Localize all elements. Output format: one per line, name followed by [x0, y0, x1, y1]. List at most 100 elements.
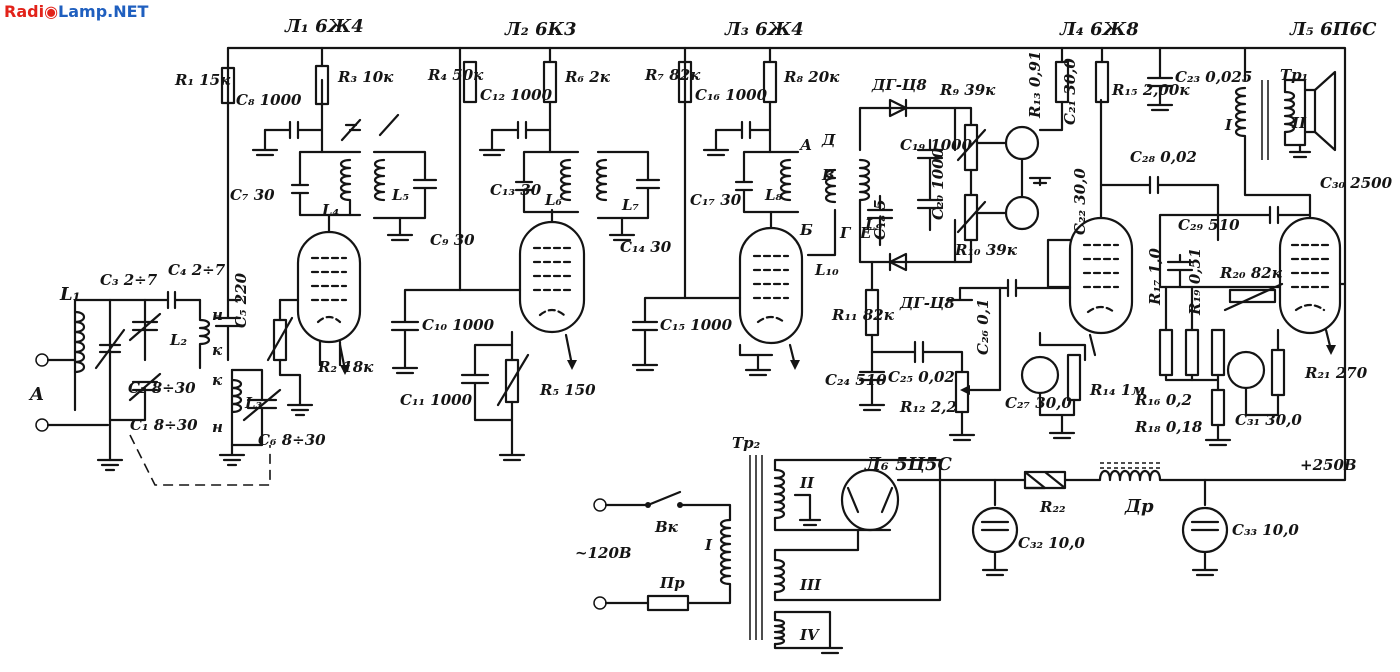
c12-label: C₁₂ 1000 — [480, 86, 553, 104]
antenna-terminal-icon[interactable] — [35, 353, 49, 367]
l7-label: L₇ — [621, 196, 640, 214]
l5-tank — [372, 113, 438, 242]
antenna-label: A — [28, 384, 44, 405]
r22-resistor — [1023, 470, 1047, 490]
winding-2-label: II — [799, 474, 815, 492]
r3-label: R₃ 10к — [337, 68, 394, 86]
r20-label: R₂₀ 82к — [1219, 264, 1283, 282]
c1-label: C₁ 8÷30 — [130, 416, 198, 434]
r15-label: R₁₅ 2,00к — [1111, 81, 1190, 99]
tube-l4-label: Л₄ 6Ж8 — [1059, 19, 1139, 40]
r7-label: R₇ 82к — [644, 66, 701, 84]
r6-label: R₆ 2к — [564, 68, 611, 86]
ground-icon — [251, 128, 279, 157]
r22-label: R₂₂ — [1039, 498, 1066, 516]
c31-label: C₃₁ 30,0 — [1235, 411, 1302, 429]
l10-coil — [824, 168, 837, 204]
r16-resistor — [1210, 328, 1226, 377]
c5-label: C₅ 220 — [232, 272, 250, 328]
tube-l6-label: Л₆ 5Ц5С — [864, 454, 953, 475]
c28-capacitor — [1099, 175, 1220, 242]
tube-l5-label: Л₅ 6П6С — [1289, 19, 1377, 40]
ground-terminal-icon[interactable] — [35, 418, 49, 432]
tube-l5 — [1158, 168, 1347, 447]
c24-label: C₂₄ 510 — [825, 371, 887, 389]
l4-label: L₄ — [321, 201, 339, 219]
c2-trimmer — [128, 372, 162, 402]
c2-label: C₂ 8÷30 — [128, 379, 196, 397]
c22-label: C₂₂ 30,0 — [1071, 168, 1089, 235]
r1-resistor — [220, 66, 236, 105]
tap-g-label: Г — [839, 224, 852, 242]
r17-label: R₁₇ 1,0 — [1146, 248, 1164, 306]
l8-tank — [702, 120, 800, 214]
r16-label: R₁₆ 0,2 — [1134, 391, 1192, 409]
c9-label: C₉ 30 — [430, 231, 475, 249]
c3-trimmer — [128, 312, 162, 342]
tr1-primary-label: I — [1224, 116, 1233, 134]
tr1-secondary-label: II — [1291, 114, 1307, 132]
l6-label: L₆ — [544, 191, 563, 209]
tube-l2-label: Л₂ 6К3 — [504, 19, 577, 40]
c24-capacitor — [858, 350, 886, 412]
tap-k2-label: к — [212, 371, 223, 389]
tap-k1-label: к — [212, 341, 223, 359]
supply-label: +250В — [1300, 456, 1357, 474]
c10-label: C₁₀ 1000 — [422, 316, 495, 334]
r19-resistor — [1184, 328, 1200, 377]
c32-label: C₃₂ 10,0 — [1018, 534, 1085, 552]
l3-coil — [230, 368, 243, 447]
r10-label: R₁₀ 39к — [954, 241, 1018, 259]
mains-terminal-bottom-icon[interactable] — [593, 596, 607, 610]
c21-label: C₂₁ 30,0 — [1061, 58, 1079, 125]
detector-section — [806, 98, 1052, 442]
fuse-label: Пр — [659, 574, 685, 592]
c5-capacitor — [214, 298, 242, 362]
c11-label: C₁₁ 1000 — [400, 391, 473, 409]
output-transformer-tr1 — [1234, 46, 1337, 172]
l6-tank — [478, 120, 580, 214]
logo-part2: Lamp.NET — [58, 2, 149, 21]
c30-label: C₃₀ 2500 — [1320, 174, 1393, 192]
l3-label: L₃ — [244, 394, 263, 412]
tube-l4 — [946, 98, 1134, 440]
mains-terminal-top-icon[interactable] — [593, 498, 607, 512]
c13-label: C₁₃ 30 — [490, 181, 542, 199]
c28-label: C₂₈ 0,02 — [1130, 148, 1197, 166]
tube-l1 — [278, 213, 362, 375]
diode-bottom-label: ДГ-Ц8 — [899, 294, 955, 312]
r7-resistor — [677, 60, 693, 104]
speaker-icon — [1303, 88, 1317, 134]
c15-capacitor — [631, 296, 687, 372]
ground-icon — [96, 458, 124, 472]
c18-capacitor — [866, 194, 894, 247]
tap-v-label: В — [821, 166, 835, 184]
logo-o-icon: ◉ — [44, 2, 58, 21]
ground-icon — [286, 398, 314, 417]
c6-trimmer — [230, 368, 282, 447]
l2-coil — [198, 298, 211, 370]
r13-label: R₁₃ 0,91 — [1026, 51, 1044, 119]
tube-l1-label: Л₁ 6Ж4 — [284, 16, 364, 37]
tap-a-label: А — [799, 136, 812, 154]
winding-3-label: III — [799, 576, 822, 594]
r4-label: R₄ 50к — [427, 66, 484, 84]
c29-capacitor — [1166, 253, 1194, 289]
logo: Radi◉Lamp.NET — [4, 2, 149, 21]
r18-label: R₁₈ 0,18 — [1134, 418, 1203, 436]
fuse-icon — [646, 594, 690, 612]
l8-label: L₈ — [764, 186, 783, 204]
l7-tank — [595, 150, 661, 242]
r17-resistor — [1158, 328, 1174, 377]
c27-label: C₂₇ 30,0 — [1005, 394, 1072, 412]
switch-icon — [604, 490, 732, 522]
c26-capacitor — [998, 278, 1072, 298]
ht-bus — [226, 46, 1347, 472]
switch-label: Вк — [654, 518, 679, 536]
rectifier-l6-icon — [840, 468, 900, 532]
magic-eye-bottom-icon — [1004, 195, 1040, 231]
c8-label: C₈ 1000 — [236, 91, 302, 109]
r4-resistor — [462, 60, 478, 104]
r9-label: R₉ 39к — [939, 81, 996, 99]
r1-label: R₁ 15к — [174, 71, 231, 89]
